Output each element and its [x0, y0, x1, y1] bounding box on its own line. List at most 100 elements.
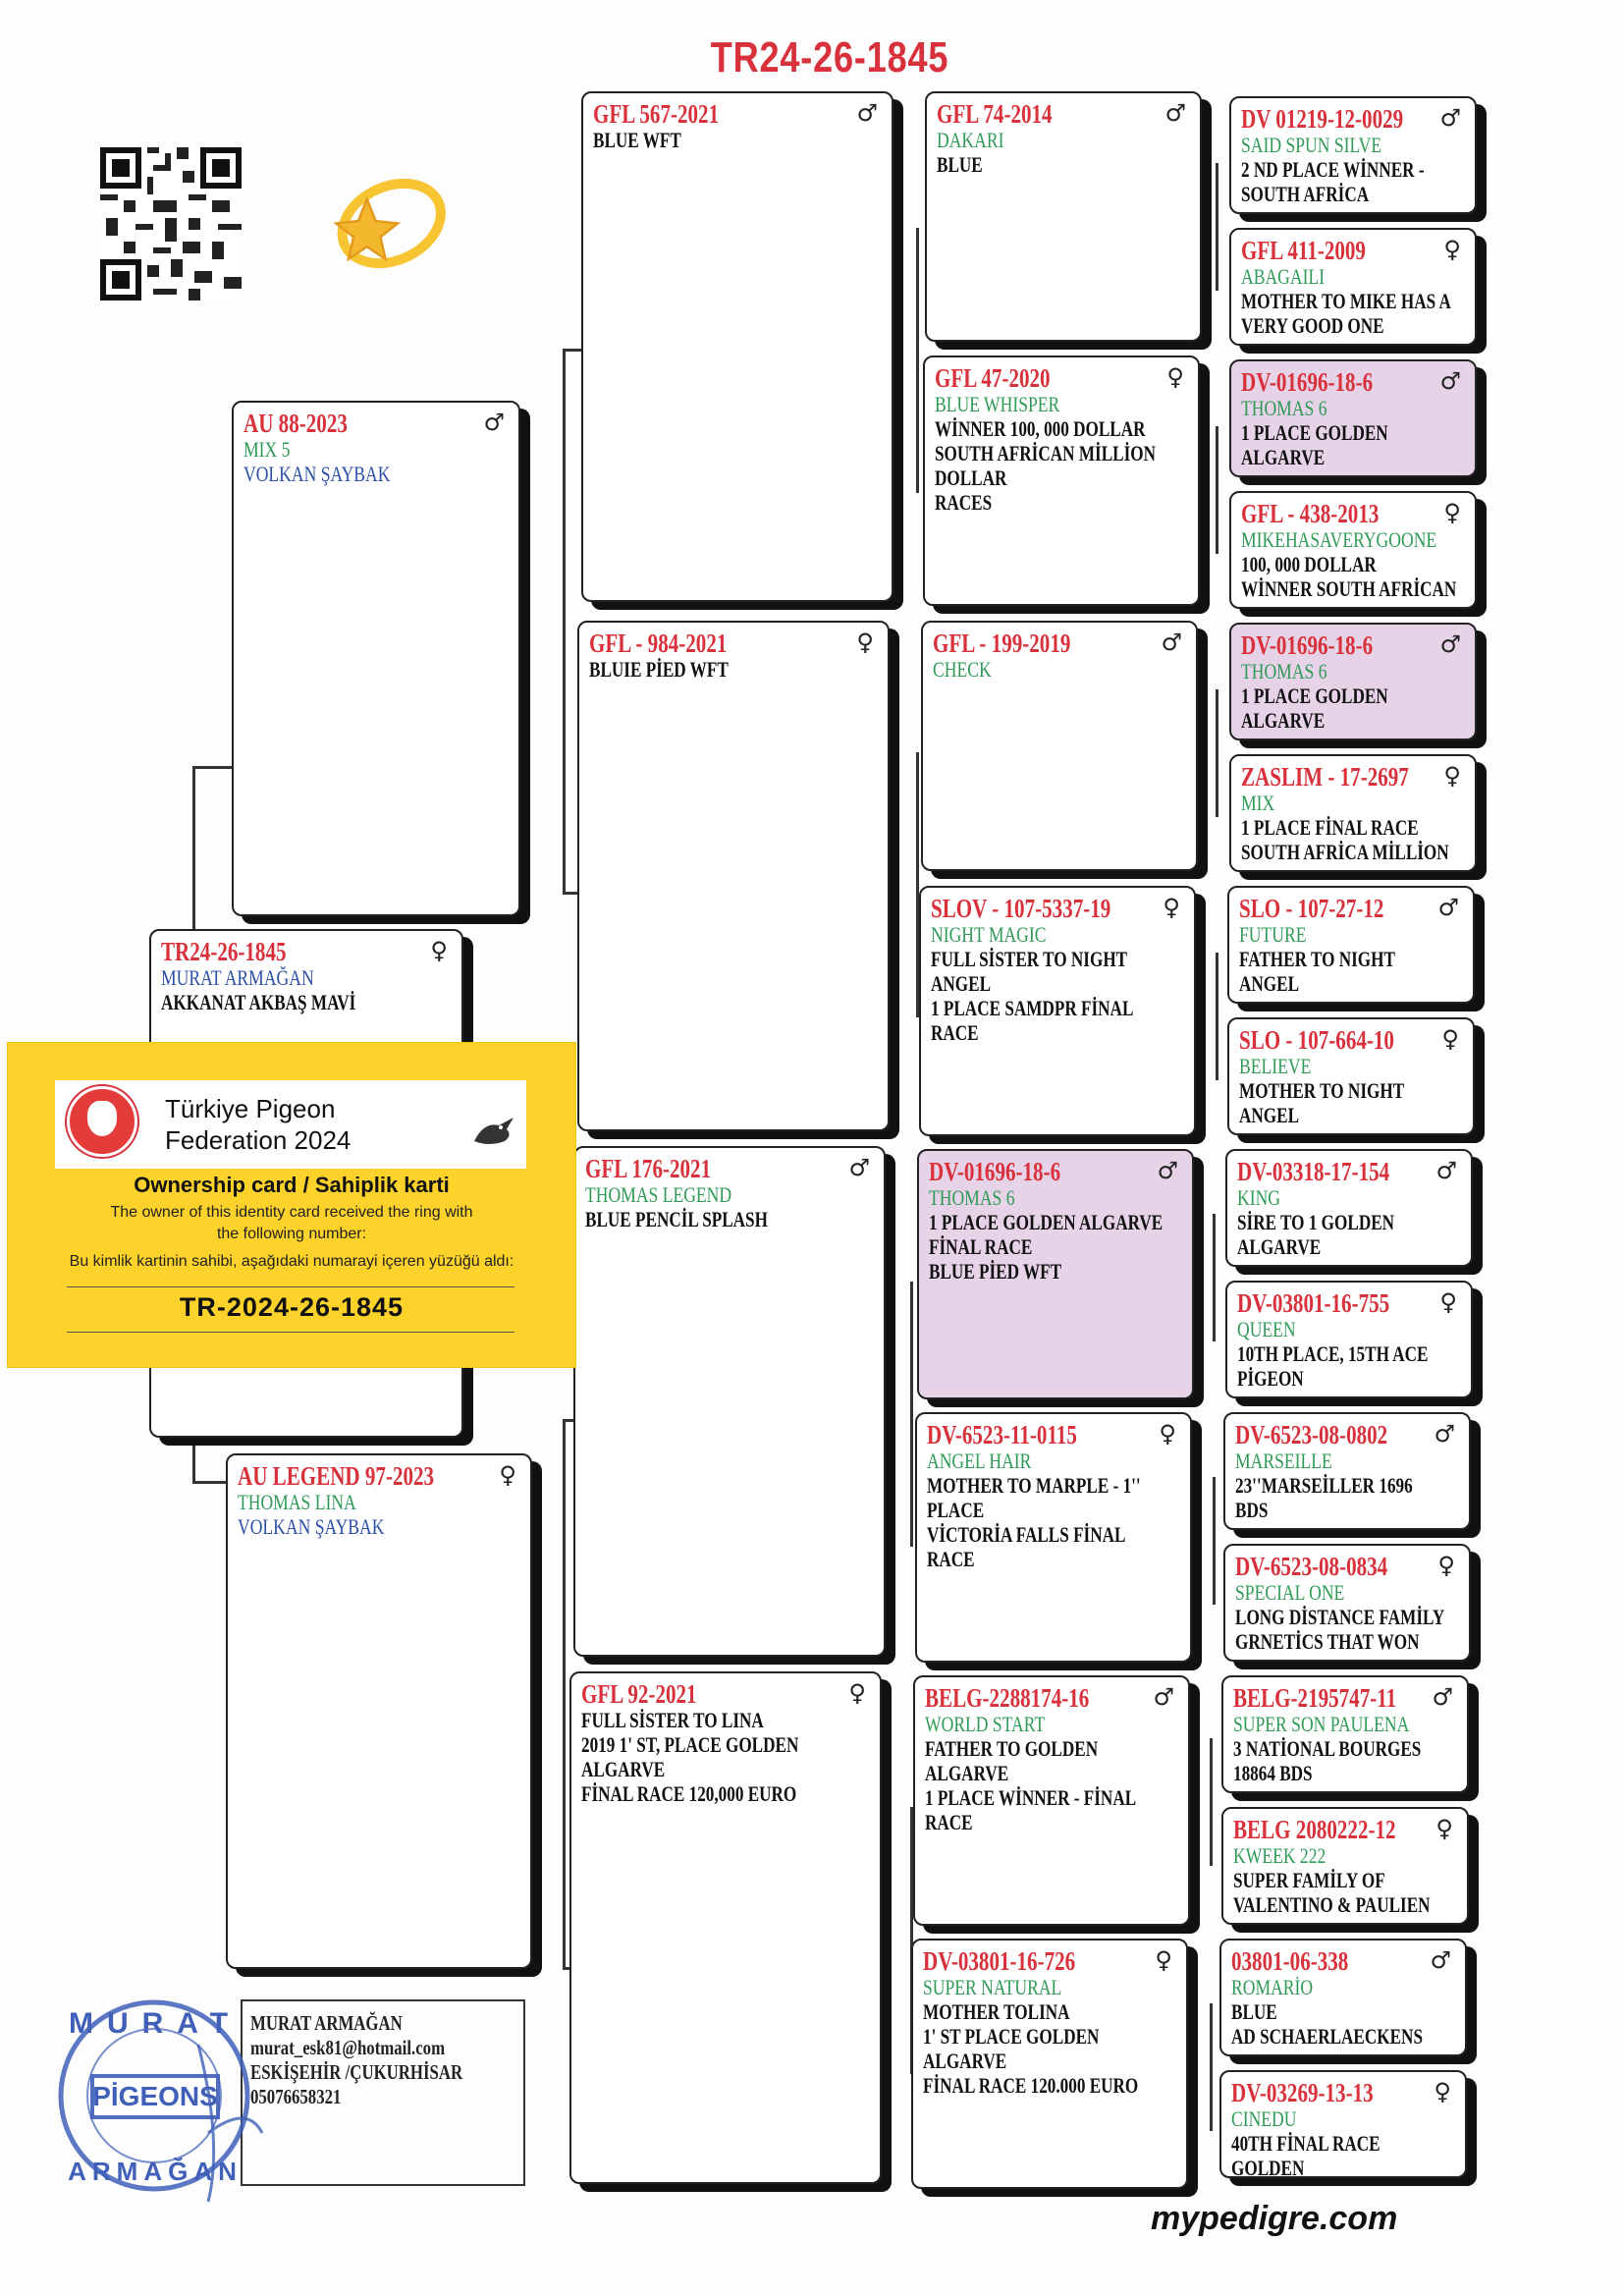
star-sparkle-icon: [333, 178, 446, 269]
bracket-g3-a1: [563, 349, 582, 352]
ring-number: BELG-2288174-16: [925, 1683, 1090, 1713]
pigeon-name: THOMAS 6: [1241, 396, 1327, 420]
pigeon-desc: FULL SİSTER TO LINA 2019 1' ST, PLACE GO…: [581, 1708, 799, 1806]
female-icon: ♀: [1159, 1420, 1176, 1448]
pedigree-card-g5[interactable]: ZASLIM - 17-2697 ♀ MIX 1 PLACE FİNAL RAC…: [1229, 754, 1477, 872]
ring-number: GFL 74-2014: [937, 99, 1053, 129]
card-heading: Ownership card / Sahiplik karti: [134, 1173, 450, 1197]
pedigree-card-g5[interactable]: DV 01219-12-0029 ♂ SAID SPUN SILVE 2 ND …: [1229, 96, 1477, 214]
site-footer[interactable]: mypedigre.com: [1151, 2200, 1398, 2237]
ring-number: GFL - 438-2013: [1241, 499, 1380, 528]
pedigree-card-g4[interactable]: GFL - 199-2019 ♂ CHECK: [921, 621, 1198, 871]
pedigree-card-g5[interactable]: DV-03801-16-755 ♀ QUEEN 10TH PLACE, 15TH…: [1225, 1281, 1473, 1398]
pedigree-card-g5[interactable]: SLO - 107-27-12 ♂ FUTURE FATHER TO NIGHT…: [1227, 886, 1475, 1004]
pedigree-card-g4[interactable]: BELG-2288174-16 ♂ WORLD START FATHER TO …: [913, 1675, 1190, 1926]
female-icon: ♀: [1155, 1946, 1172, 1974]
pedigree-card-g4[interactable]: DV-03801-16-726 ♀ SUPER NATURAL MOTHER T…: [911, 1939, 1188, 2189]
female-icon: ♀: [1441, 1025, 1459, 1053]
ring-number: SLO - 107-664-10: [1239, 1025, 1394, 1055]
bracket-g4-a: [916, 228, 919, 493]
pedigree-card-g4[interactable]: DV-01696-18-6 ♂ THOMAS 6 1 PLACE GOLDEN …: [917, 1149, 1194, 1399]
female-icon: ♀: [1434, 2078, 1451, 2105]
female-icon: ♀: [430, 937, 448, 964]
pigeon-desc: AKKANAT AKBAŞ MAVİ: [161, 990, 356, 1014]
pigeon-desc: BLUE AD SCHAERLAECKENS: [1231, 1999, 1423, 2049]
pedigree-card-g4[interactable]: GFL 47-2020 ♀ BLUE WHISPER WİNNER 100, 0…: [923, 355, 1200, 606]
pedigree-card-g4[interactable]: GFL 74-2014 ♂ DAKARI BLUE: [925, 91, 1202, 342]
pedigree-card-g5[interactable]: BELG 2080222-12 ♀ KWEEK 222 SUPER FAMİLY…: [1221, 1807, 1469, 1925]
pigeon-name: SPECIAL ONE: [1235, 1580, 1345, 1605]
pedigree-card-g5[interactable]: DV-03269-13-13 ♀ CINEDU 40TH FİNAL RACE …: [1219, 2070, 1467, 2178]
pedigree-card-g3[interactable]: GFL 92-2021 ♀ FULL SİSTER TO LINA 2019 1…: [569, 1671, 882, 2184]
ring-number: ZASLIM - 17-2697: [1241, 762, 1409, 792]
pigeon-desc: WİNNER 100, 000 DOLLAR SOUTH AFRİCAN MİL…: [935, 416, 1157, 515]
pigeon-name: SAID SPUN SILVE: [1241, 133, 1382, 157]
ring-number: SLO - 107-27-12: [1239, 894, 1384, 923]
male-icon: ♂: [1439, 630, 1461, 658]
pigeon-desc: MOTHER TO MIKE HAS A VERY GOOD ONE: [1241, 289, 1451, 338]
ring-number: AU LEGEND 97-2023: [238, 1461, 435, 1491]
pigeon-desc: FATHER TO NIGHT ANGEL: [1239, 947, 1395, 996]
ring-number: DV-03801-16-755: [1237, 1288, 1390, 1318]
pedigree-card-g5[interactable]: 03801-06-338 ♂ ROMARİO BLUE AD SCHAERLAE…: [1219, 1939, 1467, 2056]
bracket-sire: [192, 766, 195, 931]
card-title-line1: Türkiye Pigeon: [165, 1094, 336, 1123]
pigeon-desc: BLUE WFT: [593, 128, 681, 152]
bracket-g3-a: [563, 349, 566, 894]
pedigree-card-g5[interactable]: SLO - 107-664-10 ♀ BELIEVE MOTHER TO NIG…: [1227, 1017, 1475, 1135]
ring-number: GFL - 984-2021: [589, 629, 728, 658]
pedigree-card-g5[interactable]: DV-6523-08-0834 ♀ SPECIAL ONE LONG DİSTA…: [1223, 1544, 1471, 1662]
pedigree-card-g5[interactable]: DV-01696-18-6 ♂ THOMAS 6 1 PLACE GOLDEN …: [1229, 359, 1477, 477]
male-icon: ♂: [1430, 1946, 1451, 1974]
card-ring-number: TR-2024-26-1845: [179, 1292, 405, 1322]
bracket-g4-b: [916, 752, 919, 1017]
pedigree-card-g5[interactable]: DV-6523-08-0802 ♂ MARSEILLE 23''MARSEİLL…: [1223, 1412, 1471, 1530]
pigeon-name: THOMAS LINA: [238, 1490, 356, 1514]
pedigree-card-g5[interactable]: DV-03318-17-154 ♂ KING SİRE TO 1 GOLDEN …: [1225, 1149, 1473, 1267]
ring-number: GFL 567-2021: [593, 99, 720, 129]
male-icon: ♂: [856, 99, 878, 127]
male-icon: ♂: [1434, 1420, 1455, 1448]
pedigree-card-sire[interactable]: AU 88-2023 ♂ MIX 5 VOLKAN ŞAYBAK: [232, 401, 520, 916]
pigeon-emblem-icon: [474, 1118, 514, 1144]
male-icon: ♂: [1437, 894, 1459, 921]
ring-number: BELG-2195747-11: [1233, 1683, 1397, 1713]
pedigree-card-g4[interactable]: SLOV - 107-5337-19 ♀ NIGHT MAGIC FULL Sİ…: [919, 886, 1196, 1136]
ring-number: TR24-26-1845: [161, 937, 287, 966]
pigeon-desc: MOTHER TO NIGHT ANGEL: [1239, 1078, 1405, 1127]
pedigree-card-dam[interactable]: AU LEGEND 97-2023 ♀ THOMAS LINA VOLKAN Ş…: [226, 1453, 532, 1969]
pigeon-desc: LONG DİSTANCE FAMİLY GRNETİCS THAT WON: [1235, 1605, 1445, 1654]
pedigree-card-g4[interactable]: DV-6523-11-0115 ♀ ANGEL HAIR MOTHER TO M…: [915, 1412, 1192, 1663]
male-icon: ♂: [1432, 1683, 1453, 1711]
pigeon-name: QUEEN: [1237, 1317, 1296, 1341]
pedigree-card-g3[interactable]: GFL - 984-2021 ♀ BLUIE PİED WFT: [577, 621, 890, 1131]
ring-number: DV-6523-08-0834: [1235, 1552, 1388, 1581]
pigeon-name: THOMAS LEGEND: [585, 1182, 732, 1207]
owner-email: murat_esk81@hotmail.com: [250, 2036, 446, 2059]
pedigree-card-g5[interactable]: DV-01696-18-6 ♂ THOMAS 6 1 PLACE GOLDEN …: [1229, 623, 1477, 740]
male-icon: ♂: [1153, 1683, 1174, 1711]
pigeon-name: SUPER SON PAULENA: [1233, 1712, 1410, 1736]
page-title: TR24-26-1845: [710, 33, 949, 82]
ring-number: AU 88-2023: [244, 409, 348, 438]
pedigree-card-g3[interactable]: GFL 176-2021 ♂ THOMAS LEGEND BLUE PENCİL…: [573, 1146, 886, 1657]
pigeon-desc: 1 PLACE GOLDEN ALGARVE FİNAL RACE BLUE P…: [929, 1210, 1164, 1284]
svg-text:PİGEONS: PİGEONS: [92, 2081, 218, 2111]
pigeon-desc: 1 PLACE GOLDEN ALGARVE: [1241, 683, 1388, 733]
female-icon: ♀: [1163, 894, 1180, 921]
pedigree-card-g3[interactable]: GFL 567-2021 ♂ BLUE WFT: [581, 91, 893, 602]
pedigree-card-g5[interactable]: GFL 411-2009 ♀ ABAGAILI MOTHER TO MIKE H…: [1229, 228, 1477, 346]
bracket-g5-f: [1213, 1477, 1216, 1605]
bracket-g5-d: [1216, 953, 1218, 1080]
pigeon-desc: 3 NATİONAL BOURGES 18864 BDS: [1233, 1736, 1422, 1785]
male-icon: ♂: [848, 1154, 870, 1181]
divider: [67, 1286, 514, 1287]
pigeon-name: THOMAS 6: [929, 1185, 1015, 1210]
male-icon: ♂: [1161, 629, 1182, 656]
pedigree-card-g5[interactable]: GFL - 438-2013 ♀ MIKEHASAVERYGOONE 100, …: [1229, 491, 1477, 609]
pigeon-desc: MOTHER TOLINA 1' ST PLACE GOLDEN ALGARVE…: [923, 1999, 1139, 2098]
pigeon-desc: FULL SİSTER TO NIGHT ANGEL 1 PLACE SAMDP…: [931, 947, 1134, 1045]
pigeon-desc: 1 PLACE GOLDEN ALGARVE: [1241, 420, 1388, 469]
pedigree-card-g5[interactable]: BELG-2195747-11 ♂ SUPER SON PAULENA 3 NA…: [1221, 1675, 1469, 1793]
pigeon-desc: 40TH FİNAL RACE GOLDEN: [1231, 2131, 1380, 2178]
